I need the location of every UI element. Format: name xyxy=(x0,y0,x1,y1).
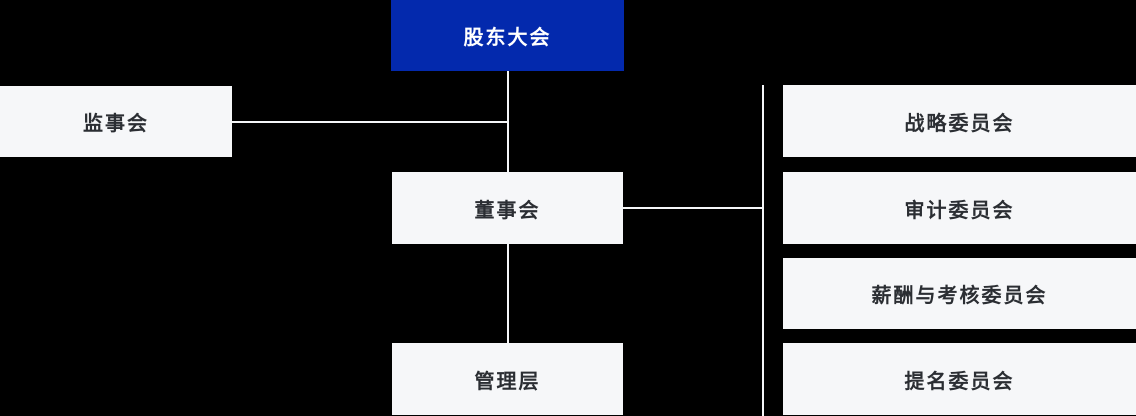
node-nomination-committee: 提名委员会 xyxy=(783,343,1136,415)
node-label: 战略委员会 xyxy=(904,112,1015,135)
connector-board-to-committees xyxy=(623,207,764,209)
node-strategy-committee: 战略委员会 xyxy=(783,85,1136,157)
node-label: 薪酬与考核委员会 xyxy=(871,285,1048,307)
node-label: 监事会 xyxy=(83,113,149,135)
node-remuneration-appraisal-committee: 薪酬与考核委员会 xyxy=(783,258,1136,329)
node-shareholders-meeting: 股东大会 xyxy=(391,0,624,71)
node-label: 股东大会 xyxy=(463,27,552,49)
connector-committees-bracket xyxy=(762,85,764,416)
node-label: 提名委员会 xyxy=(904,370,1015,393)
node-audit-committee: 审计委员会 xyxy=(783,172,1136,244)
connector-supervisory-board-link xyxy=(232,121,508,123)
node-label: 审计委员会 xyxy=(904,199,1015,222)
node-label: 管理层 xyxy=(474,370,541,393)
node-board-of-directors: 董事会 xyxy=(392,172,623,244)
node-supervisory-board: 监事会 xyxy=(0,86,232,157)
node-management: 管理层 xyxy=(392,343,623,415)
node-label: 董事会 xyxy=(474,199,541,222)
